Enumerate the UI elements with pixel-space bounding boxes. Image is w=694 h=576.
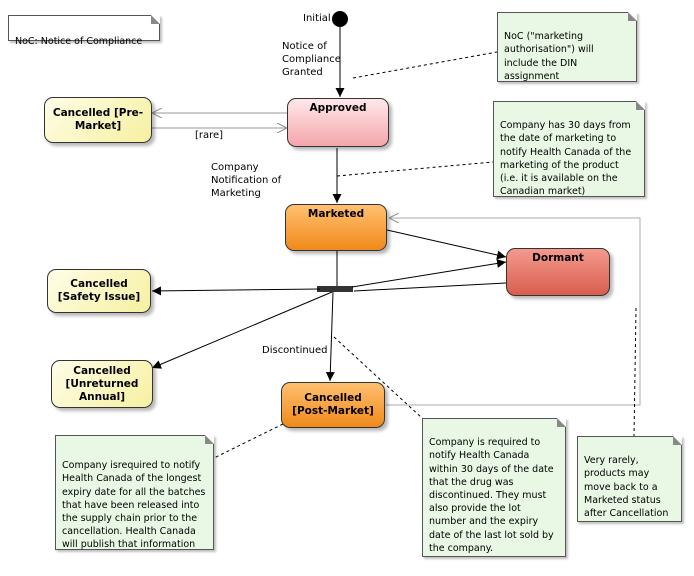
legend-note: NoC: Notice of Compliance (8, 15, 160, 47)
transition-fork-cancelled-unreturned (151, 291, 333, 369)
note-fold-corner (151, 15, 160, 24)
anchor-thirty-days-note (336, 161, 494, 177)
note-noc-text: NoC ("marketing authorisation") will inc… (504, 31, 594, 82)
state-cancelled-pre-market[interactable]: Cancelled [Pre- Market] (44, 97, 152, 143)
anchor-rarely-note (633, 307, 637, 437)
note-thirty-days: Company has 30 days from the date of mar… (493, 101, 645, 197)
state-dormant[interactable]: Dormant (506, 248, 610, 296)
note-expiry-text: Company isrequired to notify Health Cana… (62, 460, 206, 551)
state-cancelled-pre-market-label: Cancelled [Pre- Market] (52, 107, 144, 132)
transition-cancelled-post-marketed (386, 218, 641, 406)
note-fold-corner (628, 12, 637, 21)
note-discontinued-text: Company is required to notify Health Can… (429, 437, 554, 554)
note-very-rarely: Very rarely, products may move back to a… (577, 436, 682, 522)
fork-bar (317, 286, 353, 292)
transition-fork-cancelled-post (325, 291, 335, 382)
legend-note-text: NoC: Notice of Compliance (15, 36, 143, 48)
state-approved-label: Approved (309, 102, 367, 114)
note-expiry-date: Company isrequired to notify Health Cana… (55, 435, 214, 550)
note-fold-corner (205, 435, 214, 444)
noc-granted-label: Notice of Compliance Granted (282, 41, 341, 78)
note-fold-corner (636, 101, 645, 110)
anchor-expiry-note (213, 423, 284, 459)
initial-label: Initial (303, 13, 331, 24)
note-discontinued: Company is required to notify Health Can… (422, 418, 566, 557)
state-marketed-label: Marketed (307, 208, 365, 220)
state-dormant-label: Dormant (532, 252, 584, 264)
note-fold-corner (673, 436, 682, 445)
initial-node (332, 11, 348, 27)
transition-dormant-fork (353, 282, 507, 292)
note-very-rarely-text: Very rarely, products may move back to a… (584, 455, 669, 520)
transition-fork-cancelled-safety (151, 286, 321, 296)
state-marketed[interactable]: Marketed (285, 204, 387, 251)
rare-label: [rare] (195, 130, 224, 141)
transition-fork-dormant (351, 259, 507, 288)
state-cancelled-unreturned-annual[interactable]: Cancelled [Unreturned Annual] (51, 360, 153, 408)
state-approved[interactable]: Approved (287, 98, 389, 147)
note-fold-corner (557, 418, 566, 427)
state-cancelled-safety-issue[interactable]: Cancelled [Safety Issue] (47, 269, 151, 313)
transition-marketed-dormant (386, 229, 507, 260)
state-cancelled-post-market-label: Cancelled [Post-Market] (292, 392, 374, 417)
state-cancelled-unreturned-annual-label: Cancelled [Unreturned Annual] (65, 364, 139, 403)
discontinued-label: Discontinued (262, 345, 328, 356)
note-thirty-days-text: Company has 30 days from the date of mar… (500, 120, 632, 198)
state-cancelled-safety-issue-label: Cancelled [Safety Issue] (57, 278, 141, 303)
anchor-discontinued-note (333, 336, 423, 419)
state-cancelled-post-market[interactable]: Cancelled [Post-Market] (281, 382, 385, 428)
note-noc-marketing-authorisation: NoC ("marketing authorisation") will inc… (497, 12, 637, 82)
company-notification-label: Company Notification of Marketing (211, 162, 282, 199)
anchor-noc-note (352, 51, 498, 79)
